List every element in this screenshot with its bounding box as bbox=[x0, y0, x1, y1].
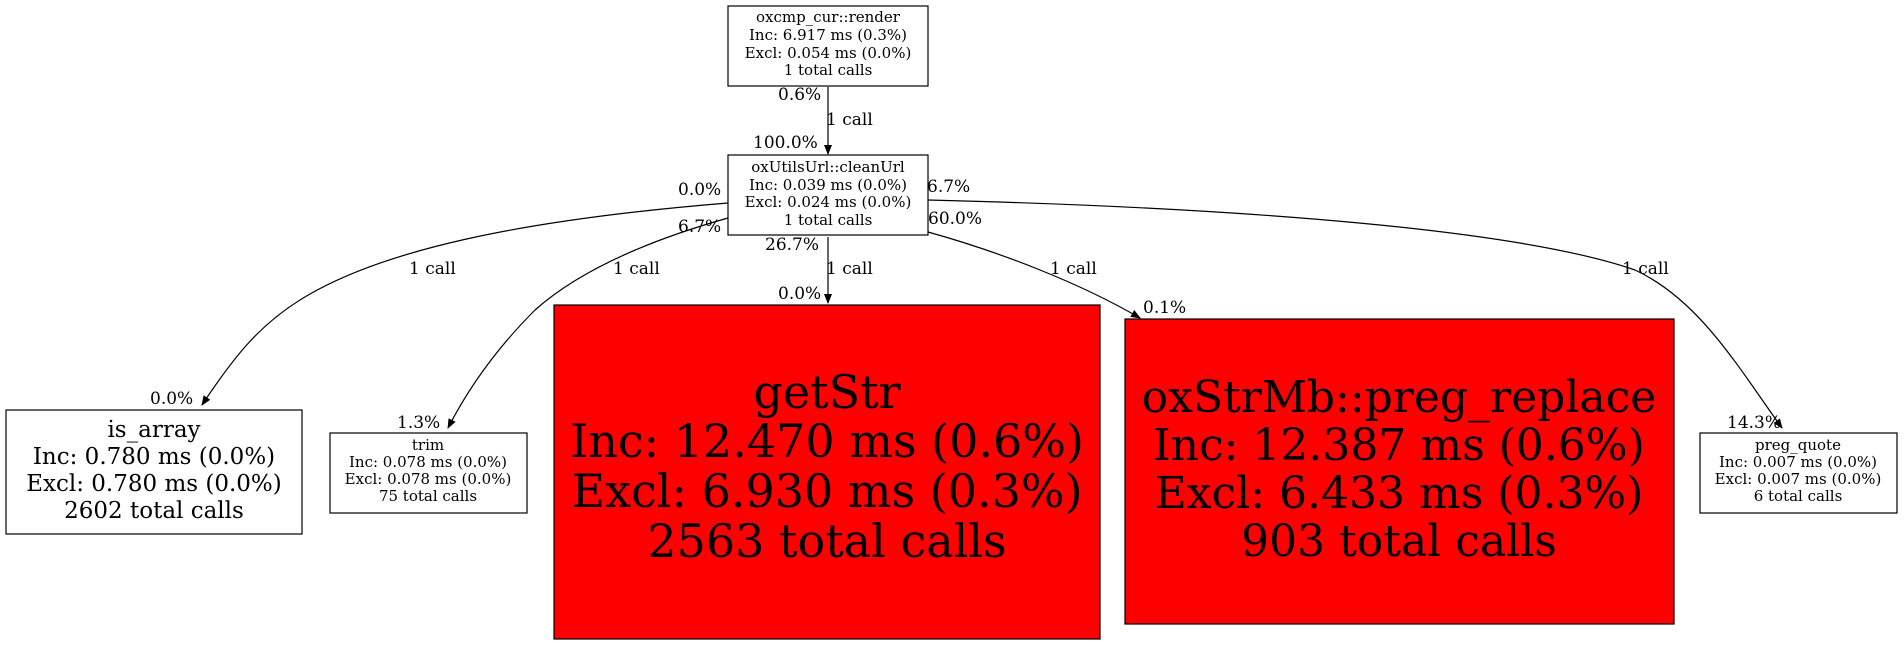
tail-percent: 26.7% bbox=[765, 235, 819, 255]
node-preg-quote[interactable]: preg_quote Inc: 0.007 ms (0.0%) Excl: 0.… bbox=[1699, 432, 1898, 514]
head-percent: 14.3% bbox=[1727, 413, 1781, 433]
edge-label: 1 call bbox=[826, 110, 873, 130]
tail-percent: 0.0% bbox=[678, 180, 721, 200]
edge-label: 1 call bbox=[1622, 259, 1669, 279]
node-title: oxUtilsUrl::cleanUrl bbox=[751, 158, 905, 176]
edge-cleanurl-trim[interactable]: 1 call 6.7% 1.3% bbox=[397, 217, 729, 433]
tail-percent: 6.7% bbox=[678, 217, 721, 237]
node-is-array[interactable]: is_array Inc: 0.780 ms (0.0%) Excl: 0.78… bbox=[5, 409, 303, 535]
node-title: trim bbox=[412, 436, 444, 454]
edge-cleanurl-preg-quote[interactable]: 1 call 6.7% 14.3% bbox=[927, 177, 1783, 433]
node-title: is_array bbox=[107, 417, 200, 443]
node-calls: 903 total calls bbox=[1241, 516, 1557, 567]
node-excl: Excl: 0.024 ms (0.0%) bbox=[745, 193, 912, 211]
node-excl: Excl: 0.054 ms (0.0%) bbox=[745, 44, 912, 62]
node-render[interactable]: oxcmp_cur::render Inc: 6.917 ms (0.3%) E… bbox=[727, 5, 929, 87]
node-excl: Excl: 0.007 ms (0.0%) bbox=[1715, 470, 1882, 488]
node-calls: 2563 total calls bbox=[647, 514, 1006, 568]
node-calls: 1 total calls bbox=[784, 211, 873, 229]
node-inc: Inc: 0.039 ms (0.0%) bbox=[749, 176, 907, 194]
node-calls: 2602 total calls bbox=[64, 498, 244, 524]
tail-percent: 60.0% bbox=[928, 209, 982, 229]
node-preg-replace[interactable]: oxStrMb::preg_replace Inc: 12.387 ms (0.… bbox=[1124, 318, 1675, 625]
node-inc: Inc: 6.917 ms (0.3%) bbox=[749, 26, 907, 44]
tail-percent: 6.7% bbox=[927, 177, 970, 197]
head-percent: 1.3% bbox=[397, 413, 440, 433]
node-getstr[interactable]: getStr Inc: 12.470 ms (0.6%) Excl: 6.930… bbox=[553, 304, 1101, 640]
node-cleanurl[interactable]: oxUtilsUrl::cleanUrl Inc: 0.039 ms (0.0%… bbox=[727, 154, 929, 236]
edge-label: 1 call bbox=[409, 259, 456, 279]
node-calls: 1 total calls bbox=[784, 61, 873, 79]
node-inc: Inc: 12.387 ms (0.6%) bbox=[1153, 420, 1645, 471]
node-title: preg_quote bbox=[1755, 436, 1841, 454]
node-title: oxStrMb::preg_replace bbox=[1142, 372, 1657, 423]
edge-label: 1 call bbox=[1050, 259, 1097, 279]
node-title: oxcmp_cur::render bbox=[756, 8, 901, 26]
node-calls: 75 total calls bbox=[379, 487, 477, 505]
edge-label: 1 call bbox=[826, 259, 873, 279]
head-percent: 100.0% bbox=[753, 133, 818, 153]
node-inc: Inc: 12.470 ms (0.6%) bbox=[570, 414, 1084, 468]
edge-render-cleanurl[interactable]: 1 call 0.6% 100.0% bbox=[753, 85, 873, 155]
node-trim[interactable]: trim Inc: 0.078 ms (0.0%) Excl: 0.078 ms… bbox=[329, 432, 528, 514]
edge-cleanurl-getstr[interactable]: 1 call 26.7% 0.0% bbox=[765, 235, 873, 304]
edge-label: 1 call bbox=[613, 259, 660, 279]
node-inc: Inc: 0.078 ms (0.0%) bbox=[349, 453, 507, 471]
node-excl: Excl: 0.078 ms (0.0%) bbox=[345, 470, 512, 488]
head-percent: 0.0% bbox=[778, 284, 821, 304]
tail-percent: 0.6% bbox=[778, 85, 821, 105]
node-calls: 6 total calls bbox=[1754, 487, 1843, 505]
edge-cleanurl-preg-replace[interactable]: 1 call 60.0% 0.1% bbox=[927, 209, 1186, 319]
head-percent: 0.0% bbox=[150, 389, 193, 409]
node-excl: Excl: 6.930 ms (0.3%) bbox=[571, 464, 1082, 518]
head-percent: 0.1% bbox=[1143, 298, 1186, 318]
node-excl: Excl: 6.433 ms (0.3%) bbox=[1155, 468, 1644, 519]
edge-cleanurl-is-array[interactable]: 1 call 0.0% 0.0% bbox=[150, 180, 729, 409]
node-inc: Inc: 0.007 ms (0.0%) bbox=[1719, 453, 1877, 471]
node-inc: Inc: 0.780 ms (0.0%) bbox=[33, 444, 275, 470]
node-excl: Excl: 0.780 ms (0.0%) bbox=[26, 471, 282, 497]
node-title: getStr bbox=[753, 365, 900, 419]
